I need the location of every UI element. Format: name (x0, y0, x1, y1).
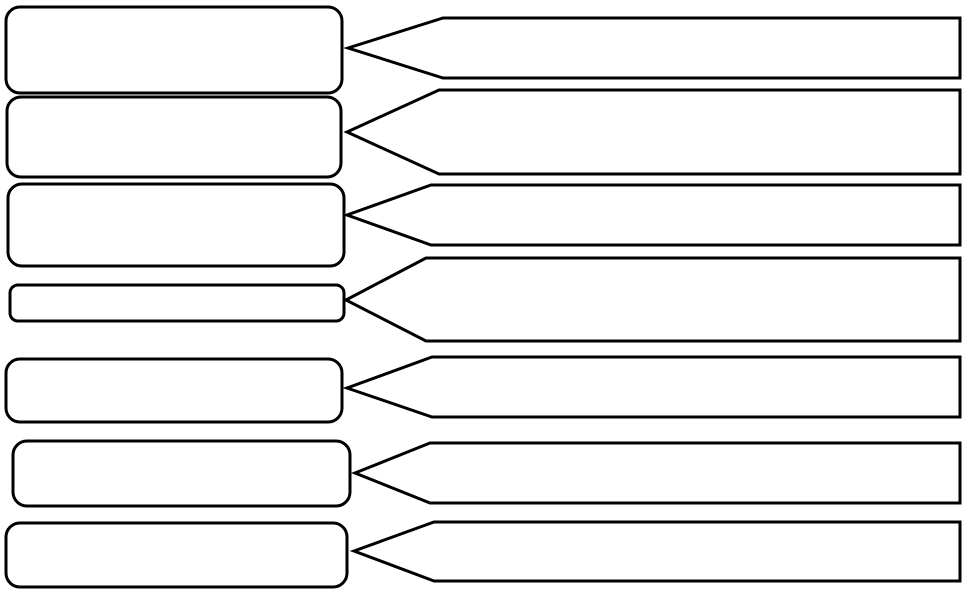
row-4-label-box (8, 283, 346, 323)
row-1-description-callout (343, 16, 962, 80)
row-2-label-box (5, 95, 343, 179)
row-7-label-box (4, 521, 349, 589)
row-4-description-callout (342, 256, 962, 343)
row-1-label-box (4, 5, 344, 95)
diagram-row-3 (6, 182, 962, 268)
diagram-row-2 (5, 88, 962, 179)
row-2-description-callout (343, 88, 962, 176)
diagram-row-6 (11, 439, 962, 508)
row-5-description-callout (342, 355, 962, 419)
row-5-label-box (4, 357, 344, 424)
diagram-row-4 (8, 256, 962, 343)
row-6-description-callout (350, 441, 962, 505)
row-7-description-callout (349, 520, 962, 583)
diagram-row-7 (4, 520, 962, 589)
row-3-label-box (6, 182, 346, 268)
row-6-label-box (11, 439, 352, 508)
diagram-row-1 (4, 5, 962, 95)
row-3-description-callout (342, 183, 962, 247)
diagram-row-5 (4, 355, 962, 424)
